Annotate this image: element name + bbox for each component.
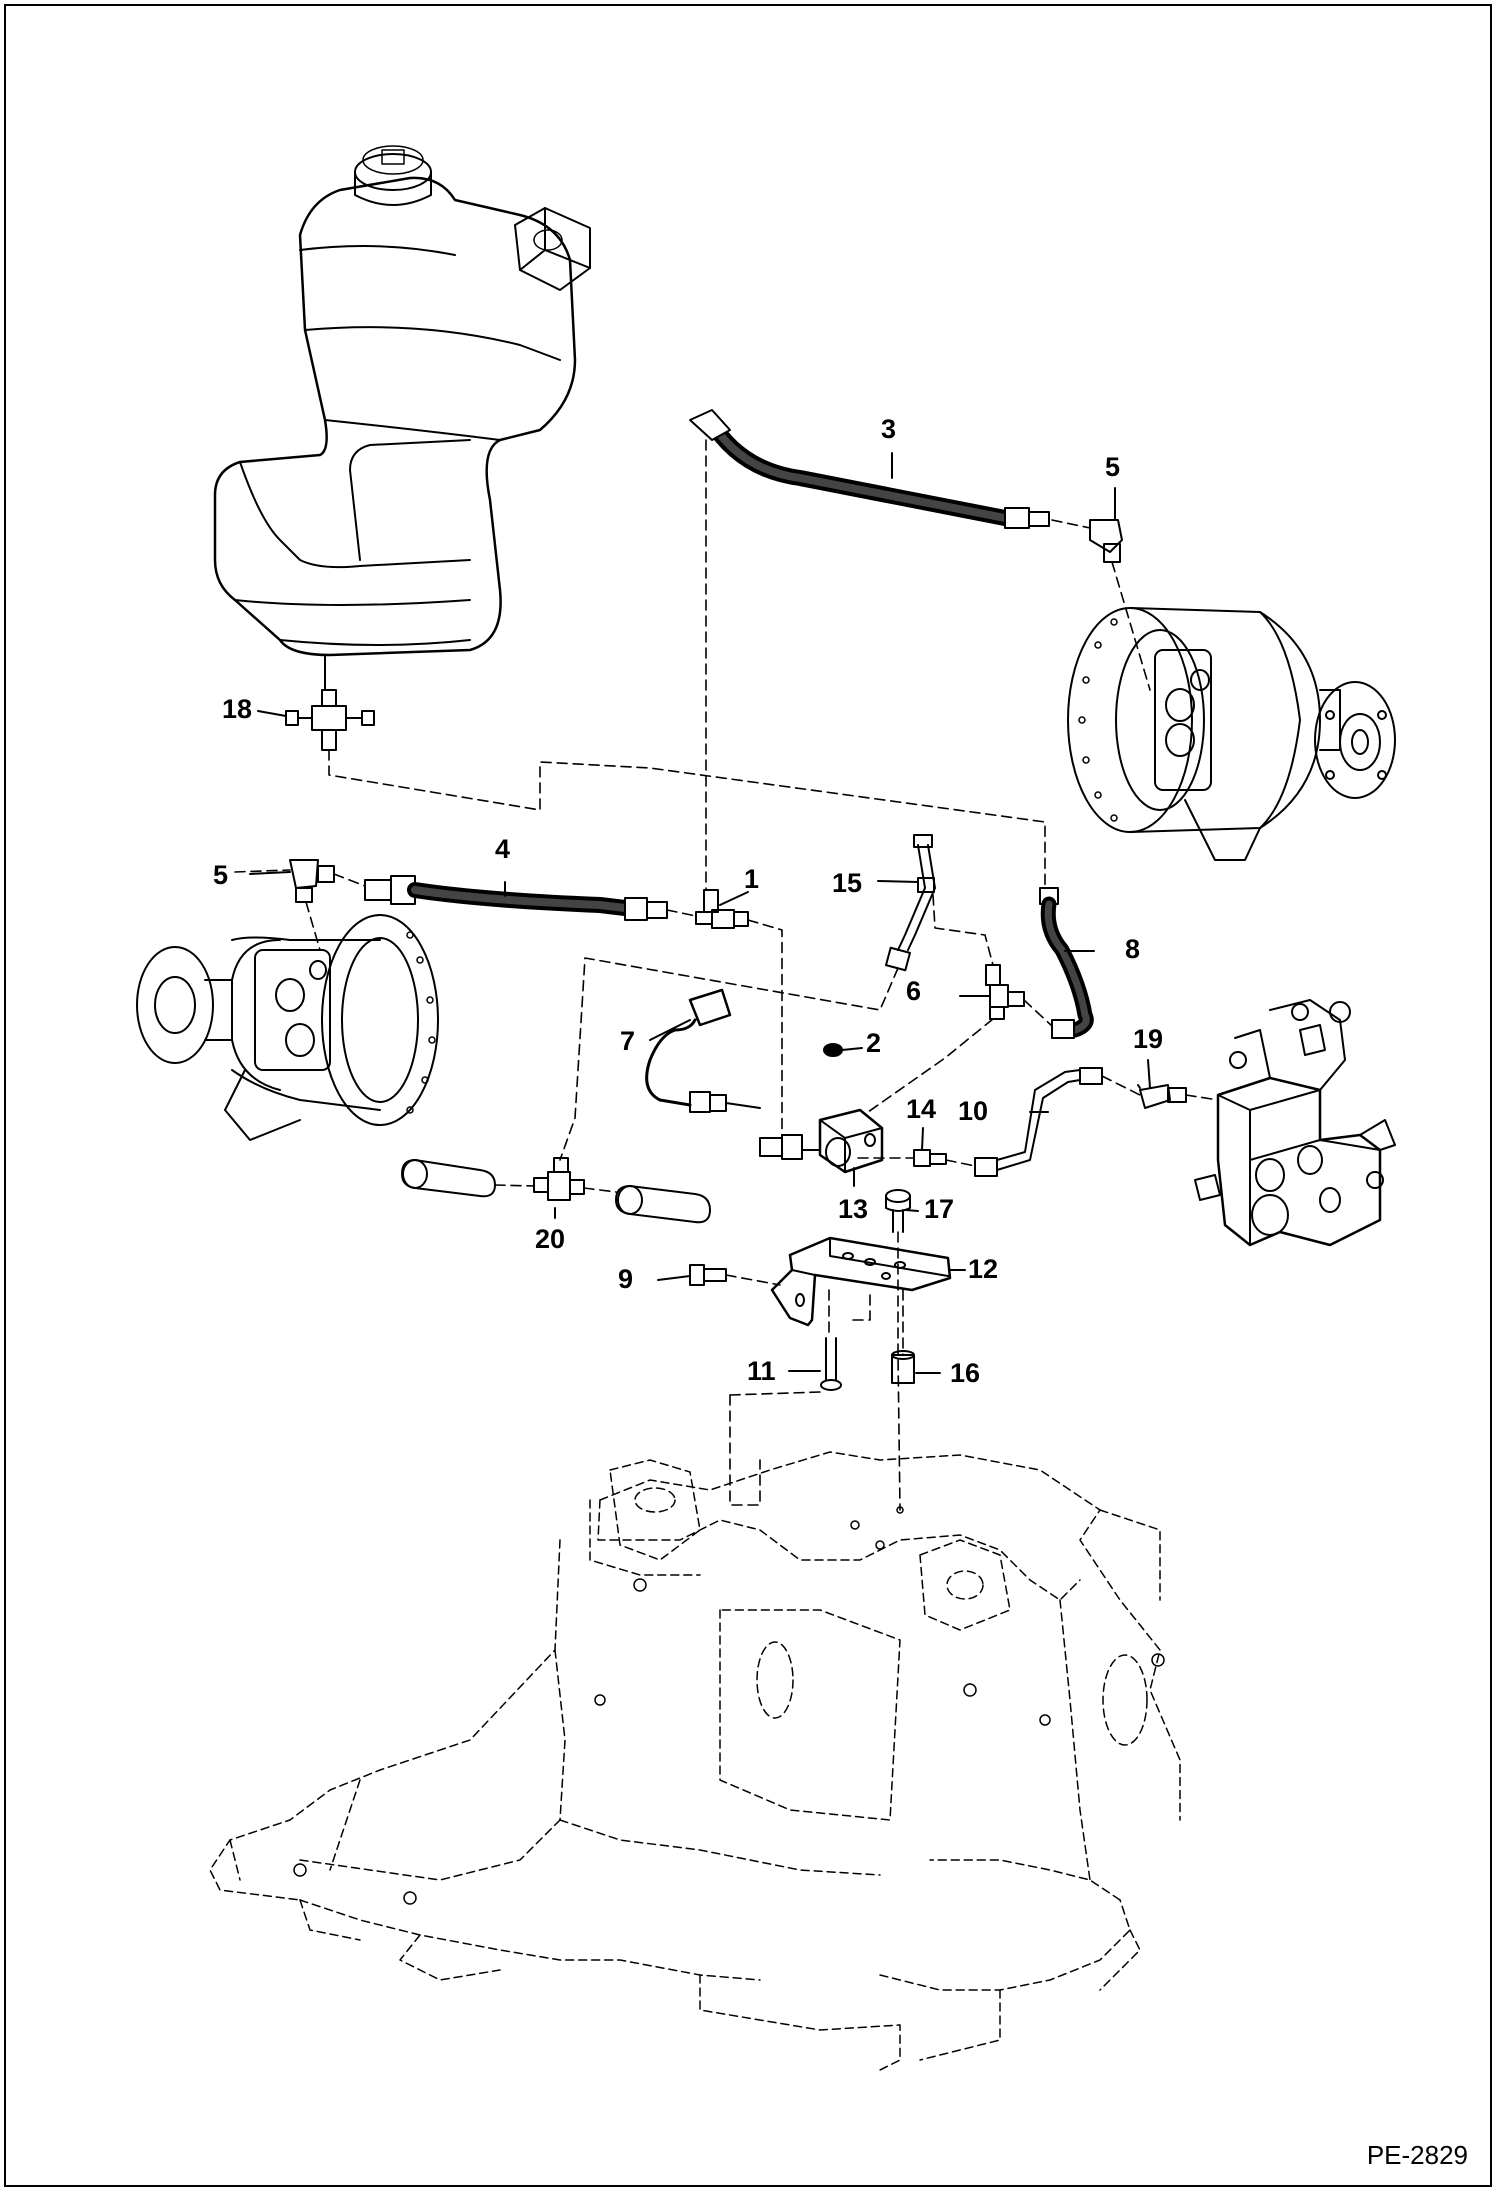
hydraulic-reservoir	[213, 145, 591, 691]
leader-lines	[249, 452, 1151, 1374]
steel-line-10	[974, 1067, 1103, 1177]
drive-motor-right	[1067, 607, 1396, 861]
fitting-19	[1139, 1084, 1187, 1109]
hydraulic-pump	[1194, 999, 1396, 1247]
hose-8	[1039, 887, 1094, 1039]
drive-motor-left	[136, 914, 439, 1141]
callout-1: 1	[744, 864, 760, 894]
bolt-9	[689, 1264, 727, 1286]
bolt-11	[820, 1337, 842, 1391]
callout-18: 18	[222, 694, 253, 724]
fitting-14	[913, 1149, 947, 1167]
callout-5: 5	[213, 860, 229, 890]
filter-assembly-20	[401, 1157, 711, 1224]
callout-2: 2	[866, 1028, 882, 1058]
callout-4: 4	[495, 834, 511, 864]
callout-12: 12	[968, 1254, 999, 1284]
assembly-lines	[234, 439, 1219, 1511]
drawing-code: PE-2829	[1366, 2140, 1468, 2170]
valve-13	[759, 1108, 884, 1174]
callout-6: 6	[906, 976, 922, 1006]
callout-3: 3	[881, 414, 897, 444]
elbow-fitting-5-right	[1089, 519, 1123, 563]
callout-8: 8	[1125, 934, 1141, 964]
callout-10: 10	[958, 1096, 989, 1126]
tee-fitting-1	[695, 889, 749, 929]
spacer-16	[891, 1350, 915, 1384]
callout-9: 9	[618, 1264, 634, 1294]
drawing-border	[4, 4, 1492, 2187]
fitting-cross-18	[285, 689, 375, 751]
tee-fitting-6	[985, 964, 1025, 1020]
machine-frame	[209, 1451, 1181, 2071]
callout-11: 11	[747, 1356, 776, 1386]
mounting-bracket-12	[770, 1236, 952, 1327]
hose-4	[364, 875, 668, 921]
callout-13: 13	[838, 1194, 869, 1224]
callout-19: 19	[1133, 1024, 1164, 1054]
plug-2	[823, 1043, 843, 1057]
callout-15: 15	[832, 868, 863, 898]
callout-7: 7	[620, 1026, 636, 1056]
callout-17: 17	[924, 1194, 955, 1224]
bolt-17	[885, 1189, 911, 1233]
hose-3	[689, 409, 1050, 529]
elbow-fitting-5-left	[289, 859, 335, 903]
wire-harness-7	[645, 988, 761, 1113]
callout-5: 5	[1105, 452, 1121, 482]
steel-line-15	[885, 834, 936, 972]
callout-14: 14	[906, 1094, 937, 1124]
callout-16: 16	[950, 1358, 981, 1388]
callout-20: 20	[535, 1224, 566, 1254]
